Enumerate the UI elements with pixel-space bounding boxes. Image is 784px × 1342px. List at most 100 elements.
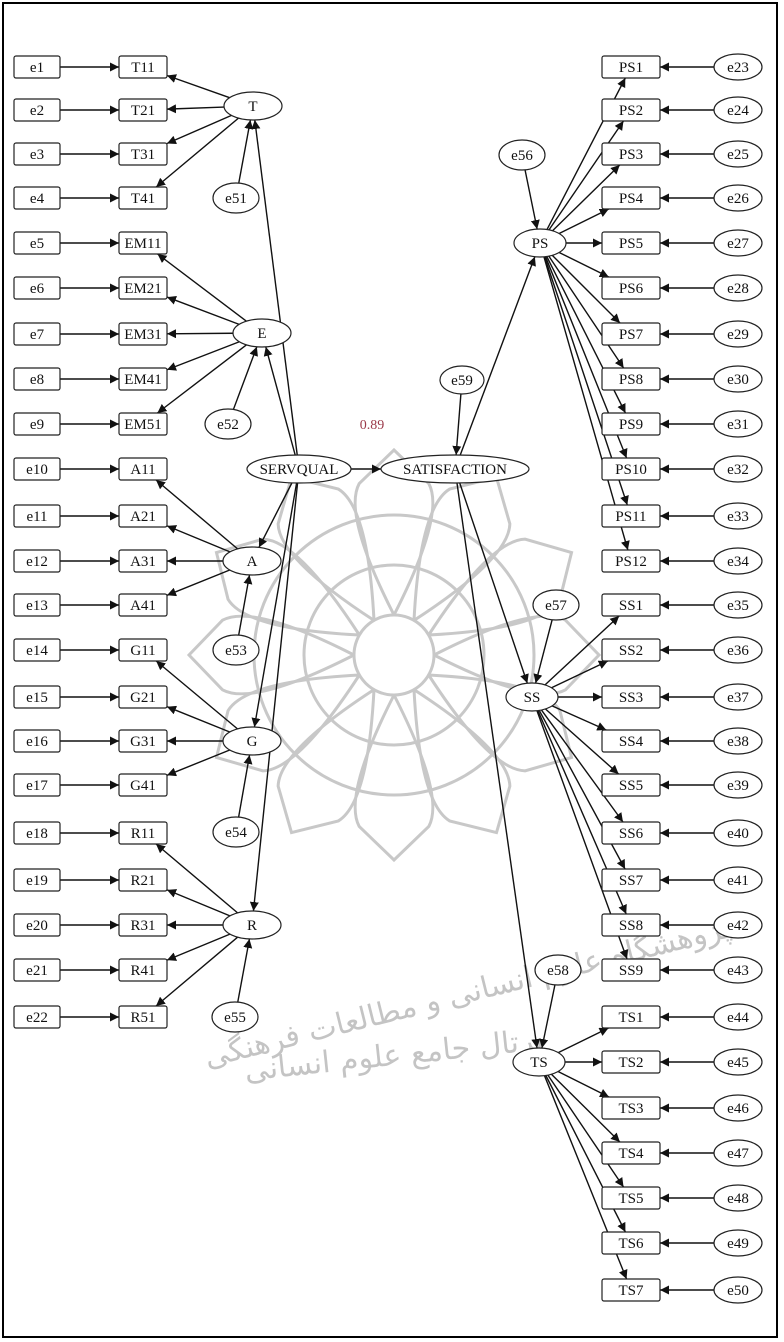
E-to-EM31-arrow (166, 329, 234, 339)
error-e36: e36 (713, 636, 763, 664)
indicator-A41: A41 (118, 593, 168, 617)
indicator-PS6-label: PS6 (619, 281, 644, 297)
error-e10: e10 (13, 457, 61, 481)
indicator-SS2-label: SS2 (619, 643, 643, 659)
error-e45-label: e45 (727, 1055, 749, 1071)
servqual-to-A-arrow (258, 482, 293, 548)
indicator-TS7-label: TS7 (618, 1283, 644, 1299)
indicator-EM21: EM21 (118, 276, 168, 300)
PS-to-PS3-arrow (552, 164, 621, 232)
error-e50-label: e50 (727, 1283, 749, 1299)
disturbance-e56-label: e56 (511, 148, 533, 164)
error-e12-label: e12 (26, 554, 48, 570)
satisfaction-construct: SATISFACTION (380, 454, 530, 484)
error-e14: e14 (13, 638, 61, 662)
error-e50: e50 (713, 1276, 763, 1304)
indicator-G11: G11 (118, 638, 168, 662)
error-e28-label: e28 (727, 281, 749, 297)
error-e36-label: e36 (727, 643, 749, 659)
T-to-T21-arrow (166, 104, 225, 114)
error-e11-label: e11 (26, 509, 47, 525)
error-e16: e16 (13, 729, 61, 753)
error-e26: e26 (713, 184, 763, 212)
satisfaction-dimension-TS: TS (512, 1047, 566, 1077)
indicator-TS5-label: TS5 (618, 1191, 643, 1207)
indicator-EM11-label: EM11 (125, 236, 162, 252)
indicator-SS3: SS3 (601, 685, 661, 709)
indicator-PS1-label: PS1 (619, 60, 643, 76)
indicator-SS9: SS9 (601, 958, 661, 982)
SS-to-SS2-arrow (551, 660, 609, 689)
error-e22: e22 (13, 1005, 61, 1029)
servqual-dimension-R-label: R (247, 918, 257, 934)
path-coefficient-label: 0.89 (360, 418, 385, 433)
G-to-G11-arrow (155, 660, 238, 730)
indicator-SS3-label: SS3 (619, 690, 643, 706)
satisfaction-dimension-SS: SS (505, 682, 559, 712)
indicator-A11: A11 (118, 457, 168, 481)
disturbance-e51: e51 (212, 182, 260, 214)
indicator-T41: T41 (118, 186, 168, 210)
error-e10-label: e10 (26, 462, 48, 478)
error-e31-label: e31 (727, 417, 749, 433)
indicator-PS6: PS6 (601, 276, 661, 300)
indicator-EM41-label: EM41 (124, 372, 162, 388)
SS-to-SS6-arrow (540, 709, 624, 823)
TS-to-TS1-arrow (557, 1027, 609, 1054)
watermark: پژوهشگاه علوم انسانی و مطالعات فرهنگیپرت… (186, 447, 735, 1089)
indicator-TS6: TS6 (601, 1231, 661, 1255)
error-e18-label: e18 (26, 826, 48, 842)
disturbance-e51-label: e51 (225, 191, 247, 207)
error-e32-label: e32 (727, 462, 749, 478)
e54-to-G-arrow (237, 754, 253, 818)
indicator-SS5-label: SS5 (619, 778, 643, 794)
indicator-T11: T11 (118, 55, 168, 79)
indicator-A31-label: A31 (130, 554, 156, 570)
error-e23-label: e23 (727, 60, 749, 76)
satisfaction-to-TS-arrow (456, 482, 541, 1049)
indicator-PS7-label: PS7 (619, 327, 644, 343)
indicator-PS9-label: PS9 (619, 417, 643, 433)
indicator-R41-label: R41 (130, 963, 155, 979)
R-to-R51-arrow (155, 936, 239, 1007)
error-e1: e1 (13, 55, 61, 79)
error-e13: e13 (13, 593, 61, 617)
indicator-PS11: PS11 (601, 504, 661, 528)
indicator-SS4: SS4 (601, 729, 661, 753)
error-e37: e37 (713, 683, 763, 711)
indicator-PS11-label: PS11 (615, 509, 646, 525)
error-e24: e24 (713, 96, 763, 124)
T-to-T31-arrow (166, 114, 232, 145)
error-e38-label: e38 (727, 734, 749, 750)
servqual-dimension-G: G (222, 726, 282, 756)
indicator-PS12-label: PS12 (615, 554, 647, 570)
E-to-EM11-arrow (157, 253, 247, 322)
SS-to-SS4-arrow (551, 705, 607, 731)
indicator-PS3: PS3 (601, 142, 661, 166)
error-e42: e42 (713, 911, 763, 939)
G-to-G41-arrow (166, 749, 231, 777)
indicator-SS1-label: SS1 (619, 598, 643, 614)
indicator-SS6: SS6 (601, 821, 661, 845)
indicator-SS8-label: SS8 (619, 918, 643, 934)
error-e21-label: e21 (26, 963, 48, 979)
error-e30: e30 (713, 365, 763, 393)
error-e43: e43 (713, 956, 763, 984)
indicator-PS1: PS1 (601, 55, 661, 79)
error-e19: e19 (13, 868, 61, 892)
indicator-PS8: PS8 (601, 367, 661, 391)
indicator-SS2: SS2 (601, 638, 661, 662)
error-e21: e21 (13, 958, 61, 982)
error-e45: e45 (713, 1048, 763, 1076)
indicator-G21-label: G21 (130, 690, 156, 706)
A-to-A21-arrow (166, 525, 231, 553)
indicator-A41-label: A41 (130, 598, 156, 614)
servqual-construct-label: SERVQUAL (260, 462, 339, 478)
error-e6-label: e6 (30, 281, 45, 297)
error-e17: e17 (13, 773, 61, 797)
satisfaction-dimension-SS-label: SS (524, 690, 541, 706)
indicator-T11-label: T11 (131, 60, 155, 76)
indicator-T31: T31 (118, 142, 168, 166)
indicator-TS6-label: TS6 (618, 1236, 644, 1252)
